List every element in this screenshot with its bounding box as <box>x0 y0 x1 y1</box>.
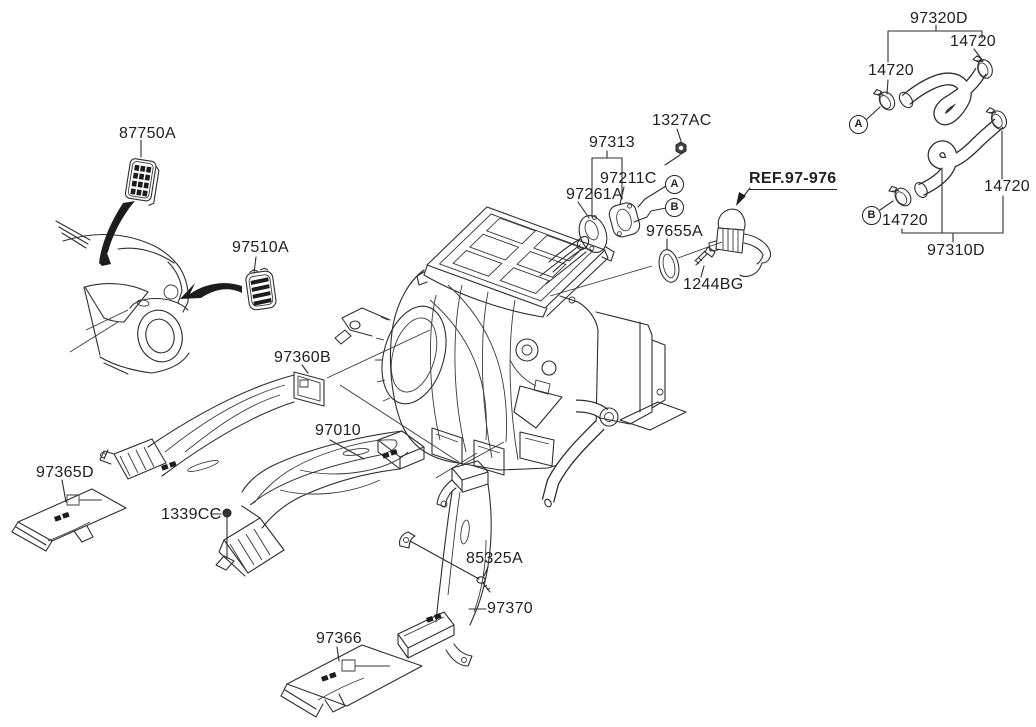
grommet-97261a-drawing <box>540 212 612 284</box>
car-body-drawing <box>56 221 189 374</box>
roof-vent-87750a-drawing <box>99 158 160 266</box>
arrow-to-roof <box>99 201 135 263</box>
hose-97310d-drawing <box>912 123 999 200</box>
callout-ref-97-976: REF.97-976 <box>749 170 837 190</box>
grommet-97655a-drawing <box>656 248 681 284</box>
callout-97365D: 97365D <box>36 464 94 481</box>
callout-97010: 97010 <box>315 422 361 439</box>
side-vent-97510a-drawing <box>180 267 277 310</box>
callout-97370: 97370 <box>487 600 533 617</box>
leader-lines <box>62 25 1003 661</box>
duct-97365d-drawing <box>12 489 126 551</box>
duct-97366-drawing <box>281 645 422 717</box>
callout-97320D: 97320D <box>910 10 968 27</box>
callout-14720-bottom-left: 14720 <box>882 212 928 229</box>
arrow-to-quarter-panel <box>180 283 242 299</box>
callout-14720-bottom-right: 14720 <box>984 178 1030 195</box>
callout-85325A: 85325A <box>466 550 523 567</box>
hose-97320d-drawing <box>897 71 981 119</box>
badge-b-hose: B <box>862 206 881 225</box>
duct-97360b-drawing <box>100 372 324 479</box>
hose-clamp-drawing <box>887 180 915 210</box>
callout-97261A: 97261A <box>566 186 623 203</box>
callout-87750A: 87750A <box>119 125 176 142</box>
hvac-unit-drawing <box>335 207 686 508</box>
badge-b-unit: B <box>665 198 684 217</box>
badge-a-unit: A <box>665 175 684 194</box>
callout-1327AC: 1327AC <box>652 112 712 129</box>
callout-14720-top-left: 14720 <box>868 62 914 79</box>
duct-97370-drawing <box>398 461 491 666</box>
duct-97010-drawing <box>216 431 424 576</box>
callout-97211C: 97211C <box>600 170 657 187</box>
callout-97313: 97313 <box>589 134 635 151</box>
bolt-1244bg-drawing <box>695 247 715 265</box>
callout-97510A: 97510A <box>232 239 289 256</box>
callout-97366: 97366 <box>316 630 362 647</box>
callout-97655A: 97655A <box>646 223 703 240</box>
callout-1339CC: 1339CC <box>161 506 222 523</box>
callout-14720-top-right: 14720 <box>950 33 996 50</box>
callout-97310D: 97310D <box>927 242 985 259</box>
callout-97360B: 97360B <box>274 349 331 366</box>
nut-1327ac-drawing <box>676 142 686 154</box>
gasket-97211c-drawing <box>607 201 641 239</box>
hose-clamp-drawing <box>872 83 899 114</box>
heater-pipe-connector-drawing <box>709 209 771 277</box>
callout-1244BG: 1244BG <box>683 276 744 293</box>
badge-a-hose: A <box>849 115 868 134</box>
